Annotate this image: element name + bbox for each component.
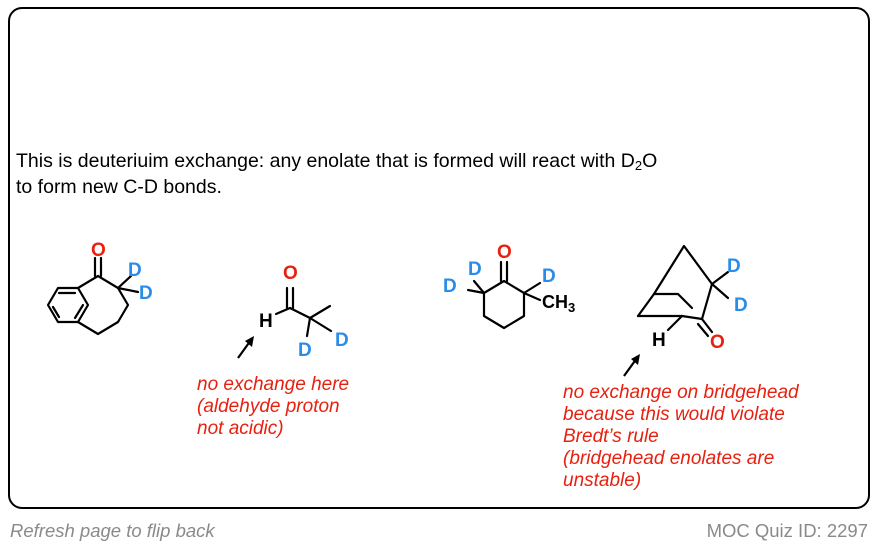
cd-bond-2 <box>710 282 730 300</box>
methylcyclohexanone-deuterium-2: D <box>443 276 457 297</box>
cyclohexanone-ring <box>76 274 130 336</box>
cd-bond-right <box>522 281 542 295</box>
benzene-inner-bond-2 <box>73 303 85 320</box>
cd-bond-left <box>472 279 486 295</box>
cc-bond-2 <box>308 304 332 320</box>
cd-bond-1 <box>710 270 730 286</box>
propanal-deuterium-1: D <box>298 340 312 361</box>
carbonyl-bond-2 <box>696 322 710 338</box>
cd-bond-2 <box>308 316 333 333</box>
propanal-structure: O H D D <box>259 263 349 361</box>
carbonyl-bond-1 <box>700 317 714 334</box>
bridgehead-h-bond <box>666 314 684 332</box>
tetralone-deuterium-1: D <box>128 260 142 281</box>
explanation-line-2: to form new C-D bonds. <box>16 176 222 198</box>
bridgehead-note-line-4: (bridgehead enolates are <box>563 448 775 469</box>
aldehyde-h-bond <box>274 306 292 316</box>
bridgehead-note: no exchange on bridgehead because this w… <box>563 382 799 492</box>
bicyclic-deuterium-1: D <box>727 256 741 277</box>
explanation-text: This is deuteriuim exchange: any enolate… <box>16 148 856 200</box>
bridgehead-pointer-arrow <box>623 354 640 377</box>
bicyclic-oxygen: O <box>710 332 725 353</box>
methylcyclohexanone-deuterium-1: D <box>468 259 482 280</box>
aldehyde-note-line-1: no exchange here <box>197 374 350 395</box>
aldehyde-hydrogen: H <box>259 311 273 332</box>
aldehyde-note: no exchange here (aldehyde proton not ac… <box>197 374 349 440</box>
bridge-front <box>680 314 704 321</box>
bridgehead-note-line-3: Bredt’s rule <box>563 426 659 447</box>
methylcyclohexanone-structure: O D D D CH3 <box>443 242 575 330</box>
benzene-inner-bond-3 <box>51 305 61 319</box>
propanal-deuterium-2: D <box>335 330 349 351</box>
cd-bond-2 <box>116 286 140 294</box>
methyl-group: CH3 <box>542 292 575 315</box>
bridgehead-note-line-1: no exchange on bridgehead <box>563 382 799 403</box>
bridge-cd <box>700 282 714 321</box>
cyclohexane-ring <box>482 279 526 330</box>
quiz-id: MOC Quiz ID: 2297 <box>706 520 868 541</box>
propanal-oxygen: O <box>283 263 298 284</box>
c-ch3-bond <box>522 291 542 302</box>
methylcyclohexanone-deuterium-3: D <box>542 266 556 287</box>
bridge-top <box>652 244 714 296</box>
tetralone-structure: O D D <box>46 240 153 336</box>
bridge-back-left <box>636 292 656 318</box>
bridgehead-hydrogen: H <box>652 330 666 351</box>
cd-bond-1 <box>116 274 133 290</box>
bridge-middle <box>652 292 694 310</box>
aldehyde-note-line-3: not acidic) <box>197 418 284 439</box>
cd-bond-1 <box>305 316 312 338</box>
tetralone-deuterium-2: D <box>139 283 153 304</box>
bridgehead-note-line-5: unstable) <box>563 470 642 491</box>
cc-bond-1 <box>288 306 312 320</box>
flashcard-back[interactable] <box>8 7 870 509</box>
methylcyclohexanone-oxygen: O <box>497 242 512 263</box>
tetralone-oxygen: O <box>91 240 106 261</box>
bicyclic-ketone-structure: D D H O <box>636 244 748 353</box>
bridgehead-note-line-2: because this would violate <box>563 404 785 425</box>
cd-bond-left-2 <box>466 288 486 295</box>
bicyclic-deuterium-2: D <box>734 295 748 316</box>
subscript-2: 2 <box>634 158 643 173</box>
aldehyde-note-line-2: (aldehyde proton <box>197 396 340 417</box>
explanation-line-1: This is deuteriuim exchange: any enolate… <box>16 148 856 174</box>
explanation-line-1-text: This is deuteriuim exchange: any enolate… <box>16 150 635 172</box>
explanation-oxygen: O <box>642 150 658 172</box>
refresh-hint[interactable]: Refresh page to flip back <box>10 520 215 541</box>
aldehyde-pointer-arrow <box>237 336 254 359</box>
